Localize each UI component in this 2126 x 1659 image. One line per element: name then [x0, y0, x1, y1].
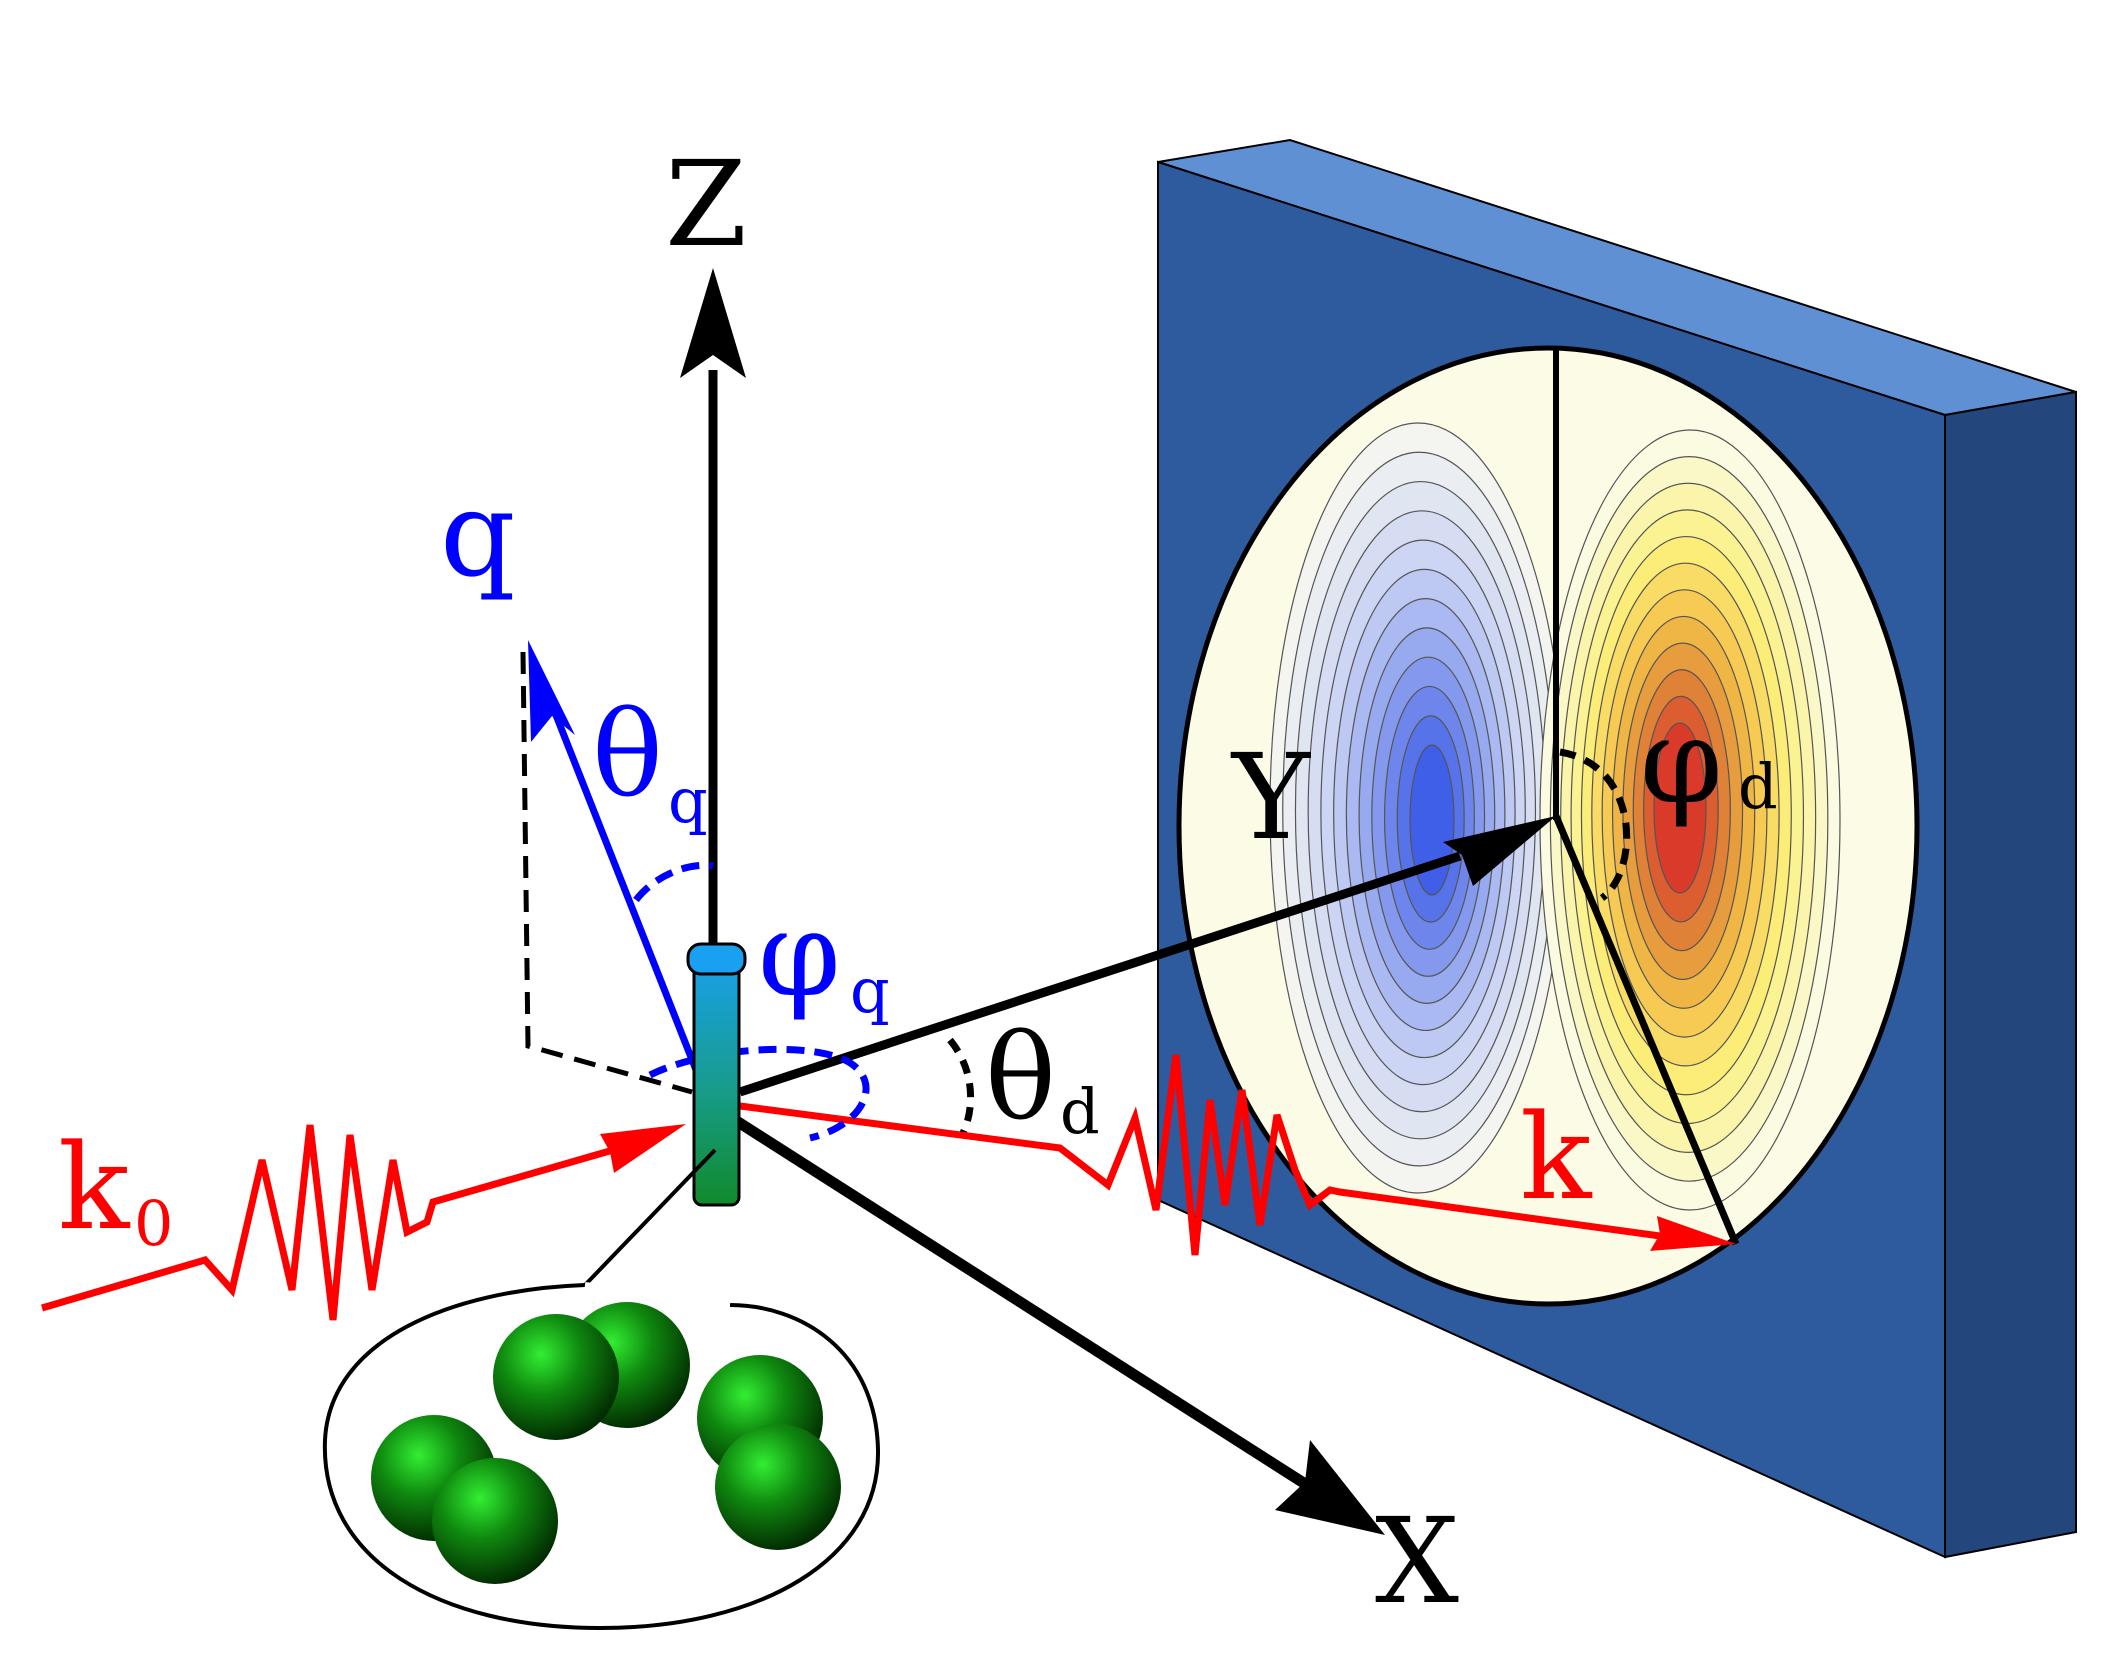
theta-d-label: θ: [985, 1008, 1056, 1146]
phi-d-reference-line: [1552, 814, 1740, 1246]
incident-beam: [41, 1124, 686, 1321]
theta-q-label: θ: [592, 685, 663, 823]
scattering-pattern: [1176, 345, 1920, 1307]
phi-q-subscript: q: [850, 954, 890, 1027]
phi-d-arc: [1559, 748, 1631, 901]
particle-zoom-bubble: [322, 1282, 881, 1631]
scattered-beam: [739, 1054, 1736, 1256]
z-axis: [680, 268, 746, 960]
pattern-contours: [1269, 422, 1841, 1211]
phi-d-subscript: d: [1738, 750, 1778, 823]
particle-sphere: [432, 1458, 558, 1584]
x-axis: [732, 1115, 1385, 1535]
sample-holder: [686, 942, 747, 1207]
q-label: q: [440, 465, 516, 603]
phi-d-label: φ: [1640, 692, 1723, 830]
q-vector: [528, 640, 704, 1082]
theta-q-subscript: q: [668, 764, 708, 837]
zoom-callout-lines: [583, 1148, 717, 1287]
y-axis-label: Y: [1230, 728, 1311, 866]
theta-q-arc: [633, 861, 714, 903]
particle-sphere: [715, 1424, 841, 1550]
contour-positive: [1653, 722, 1707, 894]
phi-q-label: φ: [758, 885, 841, 1023]
theta-d-subscript: d: [1060, 1075, 1100, 1148]
x-axis-label: X: [1375, 1492, 1459, 1630]
theta-d-arc: [947, 1037, 975, 1137]
detector-side-face: [1944, 390, 2077, 1559]
k0-subscript: 0: [134, 1187, 173, 1260]
k-label: k: [1520, 1088, 1593, 1226]
k0-label: k: [58, 1118, 131, 1256]
particle-sphere: [493, 1314, 619, 1440]
q-projection-dashed: [520, 651, 693, 1095]
y-axis: [738, 816, 1556, 1097]
z-axis-label: Z: [665, 135, 747, 273]
